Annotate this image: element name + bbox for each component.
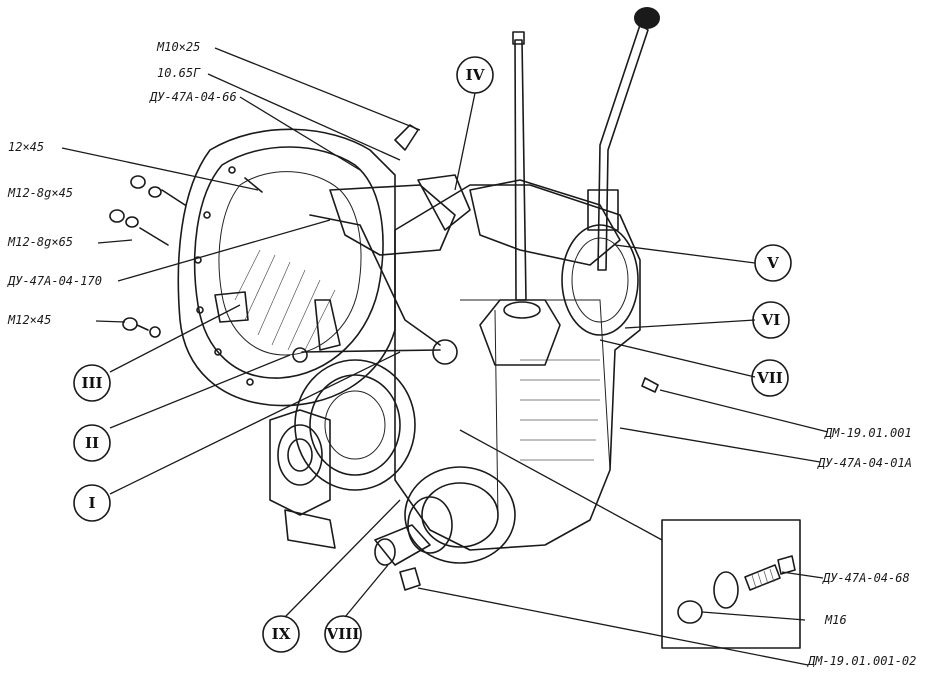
output-flange (374, 466, 516, 591)
label-du47a0466: ДУ-47А-04-66 (149, 90, 237, 104)
label-12x45: 12×45 (8, 140, 44, 154)
svg-text:III: III (81, 374, 102, 392)
label-du47a04170: ДУ-47А-04-170 (7, 274, 102, 288)
label-m12-8g-65: M12-8g×65 (7, 235, 73, 249)
label-du47a0401a: ДУ-47А-04-01А (817, 456, 912, 470)
label-dm1901001-02: ДМ-19.01.001-02 (807, 654, 916, 668)
leader-lines (61, 47, 829, 666)
shift-levers (512, 7, 660, 301)
callout-I: I (73, 484, 111, 522)
svg-text:VI: VI (761, 311, 781, 329)
detail-inset (661, 519, 801, 649)
label-m16: M16 (824, 613, 847, 627)
callout-VI: VI (752, 301, 790, 339)
callout-VIII: VIII (324, 615, 362, 653)
label-m12x45: M12×45 (7, 313, 51, 327)
svg-text:VIII: VIII (326, 625, 360, 643)
callout-VII: VII (751, 359, 789, 397)
bell-housing (177, 128, 396, 407)
svg-text:VII: VII (756, 369, 783, 387)
svg-text:IV: IV (466, 66, 485, 84)
label-10-65g: 10.65Г (157, 66, 201, 80)
fasteners-left (109, 175, 263, 338)
label-m12-8g-45: M12-8g×45 (7, 186, 73, 200)
label-du47a0468: ДУ-47А-04-68 (822, 571, 910, 585)
pto-pulley (269, 359, 416, 549)
svg-text:IX: IX (272, 625, 291, 643)
callout-V: V (754, 244, 792, 282)
svg-text:II: II (85, 434, 99, 452)
linkage-assembly (292, 124, 471, 365)
label-dm1901001: ДМ-19.01.001 (824, 426, 912, 440)
callout-III: III (73, 364, 111, 402)
callout-IX: IX (262, 615, 300, 653)
gearbox-body (394, 179, 641, 551)
svg-text:I: I (88, 494, 95, 512)
svg-text:V: V (766, 254, 779, 272)
callout-IV: IV (456, 56, 494, 94)
label-m10x25: M10×25 (156, 40, 200, 54)
callout-II: II (73, 424, 111, 462)
